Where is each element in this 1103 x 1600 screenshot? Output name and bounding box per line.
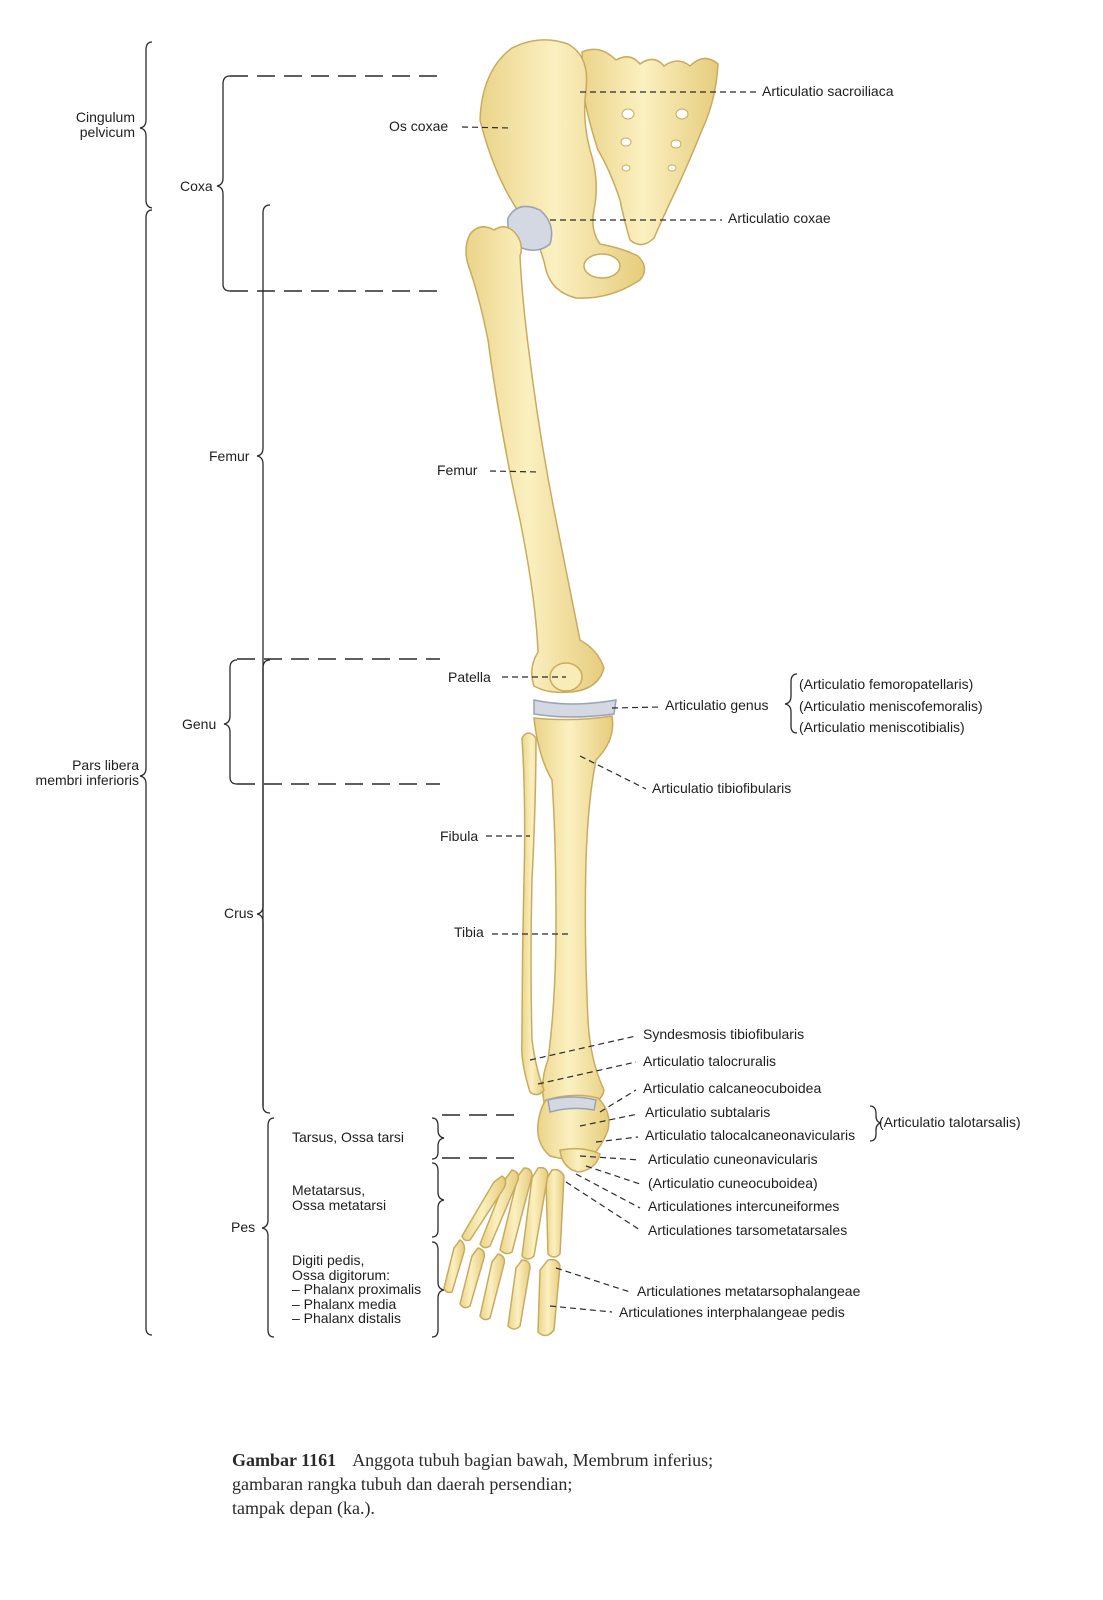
label-pars-libera: Pars libera membri inferioris [36,758,139,788]
label-os-coxae: Os coxae [389,119,448,134]
brace-genus-parts [785,674,797,733]
label-crus: Crus [224,906,254,921]
label-art-intercuneiformes: Articulationes intercuneiformes [648,1199,839,1214]
label-femur-region: Femur [209,449,249,464]
brace-tarsus [432,1118,444,1159]
label-art-genus: Articulatio genus [665,698,769,713]
label-art-tarsometatarsales: Articulationes tarsometatarsales [648,1223,847,1238]
label-digiti: Digiti pedis, Ossa digitorum: – Phalanx … [292,1253,421,1326]
sacrum [582,49,718,244]
label-coxa: Coxa [180,179,213,194]
brace-cingulum [140,42,152,208]
label-fibula: Fibula [440,829,478,844]
label-art-talocruralis: Articulatio talocruralis [643,1054,776,1069]
label-art-cuneonavicularis: Articulatio cuneonavicularis [648,1152,818,1167]
navicular [560,1149,600,1172]
label-patella: Patella [448,670,491,685]
brace-pes [262,1118,274,1337]
label-art-talocalcaneonavicularis: Articulatio talocalcaneonavicularis [645,1128,855,1143]
phalanges-1 [538,1260,560,1336]
brace-pars-libera [140,210,152,1335]
label-art-metatarsophalangeae: Articulationes metatarsophalangeae [637,1284,860,1299]
brace-genu [224,660,237,784]
fibula-shape [522,733,544,1095]
label-tibia: Tibia [454,925,484,940]
brace-coxa [217,76,230,291]
label-tarsus: Tarsus, Ossa tarsi [292,1130,404,1145]
brace-digiti [432,1242,444,1337]
label-art-interphalangeae: Articulationes interphalangeae pedis [619,1305,845,1320]
label-art-tibiofibularis: Articulatio tibiofibularis [652,781,791,796]
figure-number: Gambar 1161 [232,1450,336,1470]
label-cingulum-pelvicum: Cingulum pelvicum [76,110,135,140]
label-genu: Genu [182,717,216,732]
label-art-subtalaris: Articulatio subtalaris [645,1105,770,1120]
caption-line-3: tampak depan (ka.). [232,1496,852,1520]
label-femur-bone: Femur [437,463,477,478]
phalanges-2 [508,1260,530,1329]
phalanges-3 [480,1254,504,1320]
label-art-coxae: Articulatio coxae [728,211,831,226]
knee-cartilage [534,700,616,717]
phalanges-5 [444,1240,465,1293]
label-art-sacroiliaca: Articulatio sacroiliaca [762,84,894,99]
label-genus-parts: (Articulatio femoropatellaris) (Articula… [799,674,983,739]
label-pes: Pes [231,1220,255,1235]
brace-metatarsus [432,1163,444,1237]
metatarsal-1 [546,1170,564,1257]
brace-crus [257,660,270,1106]
label-syndesmosis: Syndesmosis tibiofibularis [643,1027,804,1042]
label-art-talotarsalis: (Articulatio talotarsalis) [879,1115,1021,1130]
obturator-foramen [584,254,620,278]
label-metatarsus: Metatarsus, Ossa metatarsi [292,1183,386,1213]
phalanges-4 [460,1248,484,1308]
label-art-cuneocuboidea: (Articulatio cuneocuboidea) [648,1176,818,1191]
tibia-shape [534,716,613,1107]
caption-line-2: gambaran rangka tubuh dan daerah persend… [232,1472,852,1496]
label-art-calcaneocuboidea: Articulatio calcaneocuboidea [643,1081,821,1096]
